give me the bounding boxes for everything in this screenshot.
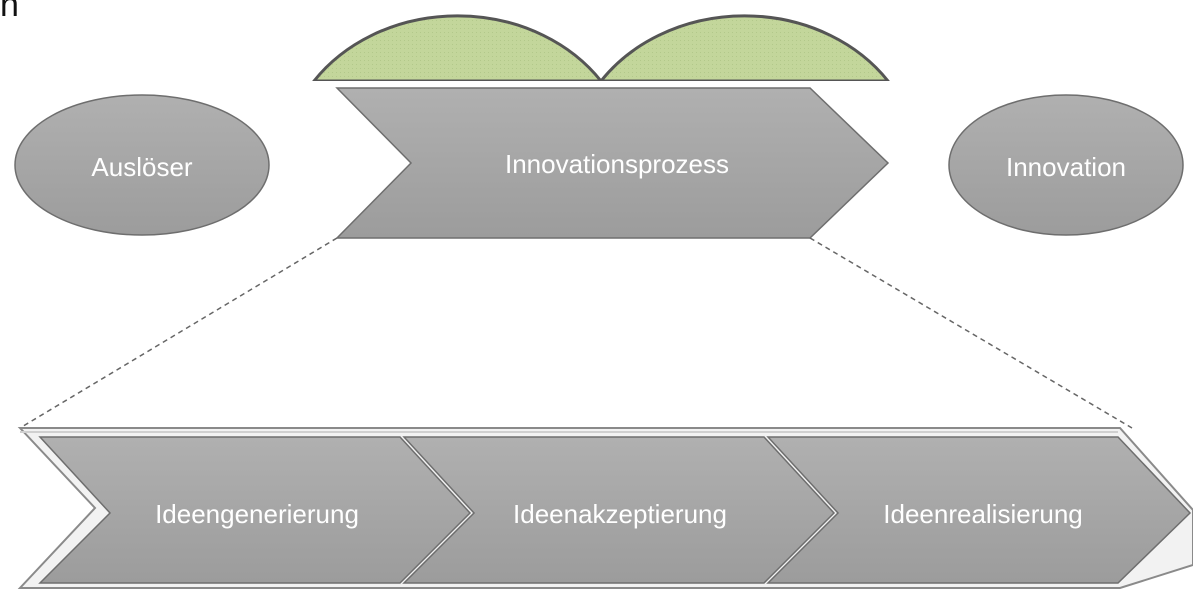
right-arc bbox=[597, 14, 892, 83]
phase-2-label: Ideenakzeptierung bbox=[513, 499, 727, 529]
decorative-arcs bbox=[300, 14, 900, 91]
left-dashed-line bbox=[19, 237, 338, 429]
cropped-text-fragment: n bbox=[0, 0, 19, 24]
phase-ideengenerierung: Ideengenerierung bbox=[38, 436, 472, 584]
phase-ideenrealisierung: Ideenrealisierung bbox=[766, 436, 1192, 584]
process-chevron: Innovationsprozess bbox=[335, 87, 890, 239]
trigger-ellipse: Auslöser bbox=[14, 94, 270, 236]
trigger-label: Auslöser bbox=[91, 152, 192, 182]
left-arc bbox=[310, 14, 605, 83]
phase-3-label: Ideenrealisierung bbox=[883, 499, 1082, 529]
phase-ideenakzeptierung: Ideenakzeptierung bbox=[402, 436, 836, 584]
process-label: Innovationsprozess bbox=[505, 149, 729, 179]
phase-1-label: Ideengenerierung bbox=[155, 499, 359, 529]
outcome-ellipse: Innovation bbox=[948, 94, 1184, 236]
outcome-label: Innovation bbox=[1006, 152, 1126, 182]
zoom-connectors bbox=[19, 237, 1133, 429]
right-dashed-line bbox=[809, 237, 1133, 429]
